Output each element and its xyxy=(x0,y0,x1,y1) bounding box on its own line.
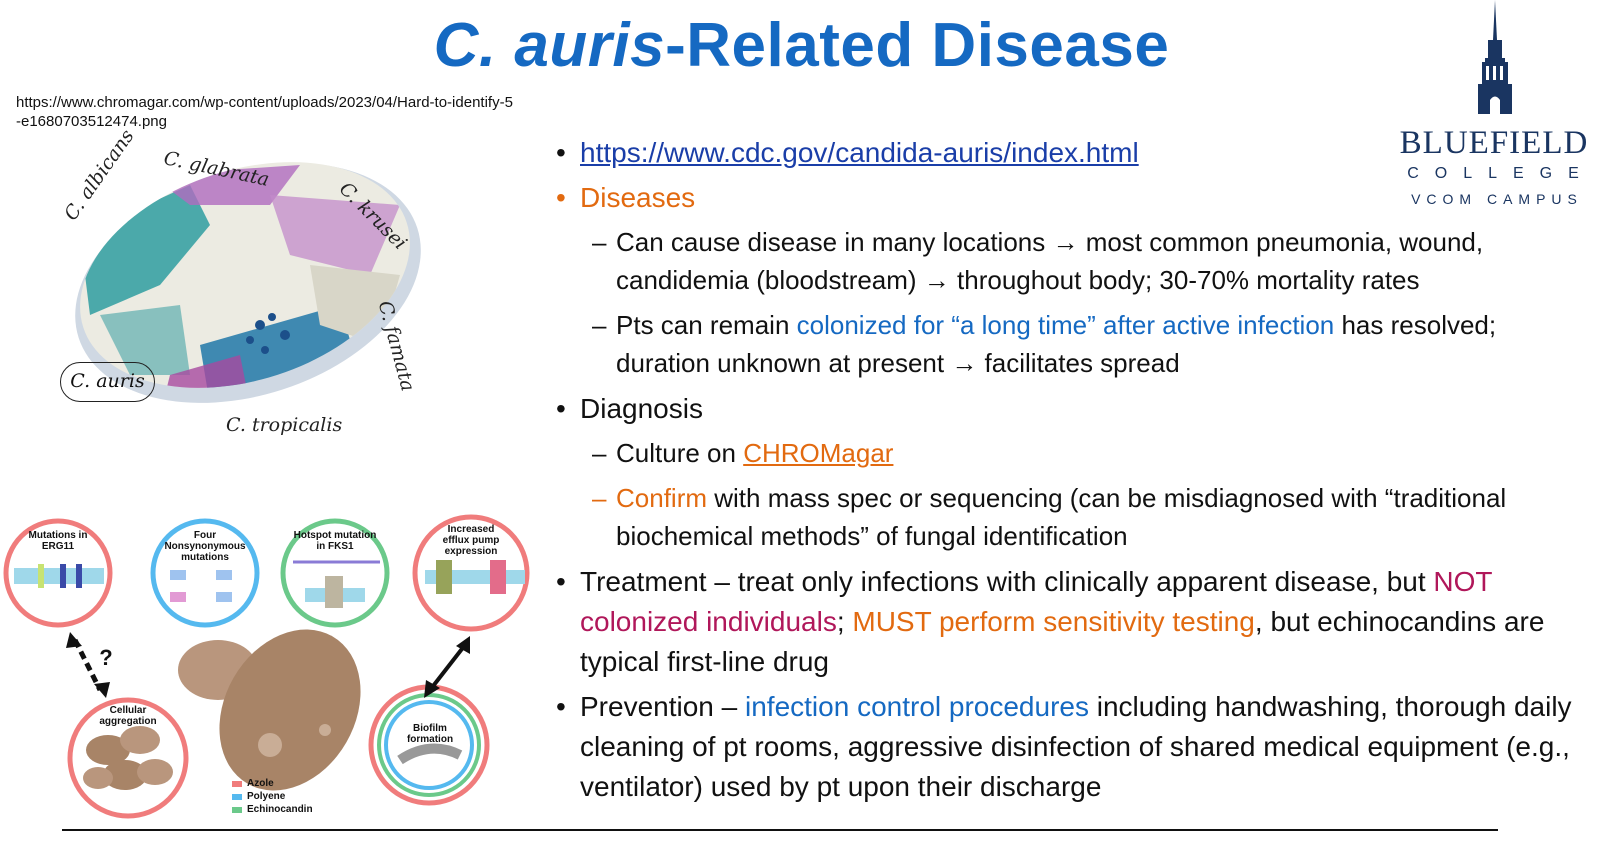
bullet-prevention: • Prevention – infection control procedu… xyxy=(556,687,1596,807)
chromagar-petri-dish-image xyxy=(40,145,440,445)
treatment-sensitivity-testing: MUST perform sensitivity testing xyxy=(852,606,1255,637)
mech-question-mark: ? xyxy=(99,645,113,670)
legend-echinocandin: Echinocandin xyxy=(232,804,313,815)
mech-fks1-label: Hotspot mutation in FKS1 xyxy=(293,530,377,552)
disease-locations-text: Can cause disease in many locations → mo… xyxy=(616,227,1484,295)
title-rest: -Related Disease xyxy=(665,11,1170,80)
sub-bullet-dash: – xyxy=(592,227,607,257)
sub-bullet-culture: – Culture on CHROMagar xyxy=(556,434,1596,472)
logo-campus: VCOM CAMPUS xyxy=(1411,191,1583,207)
bullet-dot: • xyxy=(556,393,566,424)
legend-azole: Azole xyxy=(232,778,274,789)
bullet-diagnosis: • Diagnosis xyxy=(556,389,1596,429)
diagnosis-heading: Diagnosis xyxy=(580,393,703,424)
label-c-auris: C. auris xyxy=(60,362,155,402)
mechanism-illustration xyxy=(3,514,530,819)
prevention-text-a: Prevention – xyxy=(580,691,745,722)
bullet-cdc-link: • https://www.cdc.gov/candida-auris/inde… xyxy=(556,133,1596,173)
legend-swatch xyxy=(232,806,242,813)
bullet-diseases: • Diseases xyxy=(556,178,1596,218)
bullet-dot: • xyxy=(556,137,566,168)
colonization-text-c: has resolved; duration unknown at presen… xyxy=(616,310,1497,378)
steeple-icon xyxy=(1478,0,1512,114)
resistance-mechanism-diagram: Mutations in ERG11 Four Nonsynonymous mu… xyxy=(0,510,540,830)
sub-bullet-colonization: – Pts can remain colonized for “a long t… xyxy=(556,306,1596,382)
petri-dish-illustration xyxy=(75,162,421,415)
slide-title: C. auris-Related Disease xyxy=(0,10,1603,81)
title-italic: C. auris xyxy=(433,11,666,80)
mech-biofilm-label: Biofilm formation xyxy=(406,723,454,745)
confirm-highlight: Confirm xyxy=(616,483,708,513)
bottom-rule xyxy=(62,829,1498,831)
legend-label: Polyene xyxy=(247,791,286,802)
sub-bullet-dash: – xyxy=(592,310,607,340)
mech-aggregation-label: Cellular aggregation xyxy=(99,705,157,727)
bluefield-college-logo: BLUEFIELD COLLEGE VCOM CAMPUS xyxy=(1385,0,1603,215)
bullet-dot: • xyxy=(556,182,566,213)
legend-label: Echinocandin xyxy=(247,804,313,815)
legend-swatch xyxy=(232,793,242,800)
diseases-heading: Diseases xyxy=(580,182,696,213)
chromagar-link[interactable]: CHROMagar xyxy=(743,438,894,468)
legend-swatch xyxy=(232,780,242,787)
label-c-tropicalis: C. tropicalis xyxy=(226,414,343,436)
image-source-citation: https://www.chromagar.com/wp-content/upl… xyxy=(16,94,513,130)
treatment-text-c: ; xyxy=(836,606,853,637)
treatment-text-e: , but echinocandins are typical first-li… xyxy=(580,606,1545,677)
sub-bullet-dash: – xyxy=(592,438,607,468)
cdc-link[interactable]: https://www.cdc.gov/candida-auris/index.… xyxy=(580,137,1139,168)
bullet-dot: • xyxy=(556,566,566,597)
confirm-text: with mass spec or sequencing (can be mis… xyxy=(616,483,1507,551)
legend-label: Azole xyxy=(247,778,274,789)
colonization-highlight: colonized for “a long time” after active… xyxy=(796,310,1335,340)
bullet-dot: • xyxy=(556,691,566,722)
legend-polyene: Polyene xyxy=(232,791,285,802)
logo-college: COLLEGE xyxy=(1407,165,1595,182)
treatment-not-colonized: NOT colonized individuals xyxy=(580,566,1493,637)
mech-erg11-label: Mutations in ERG11 xyxy=(28,530,88,552)
mech-nonsyn-label: Four Nonsynonymous mutations xyxy=(164,530,246,563)
mech-efflux-label: Increased efflux pump expression xyxy=(442,524,500,557)
treatment-text-a: Treatment – treat only infections with c… xyxy=(580,566,1434,597)
logo-name: BLUEFIELD xyxy=(1399,125,1589,161)
prevention-text-c: including handwashing, thorough daily cl… xyxy=(580,691,1572,802)
culture-text: Culture on xyxy=(616,438,744,468)
sub-bullet-confirm: – Confirm with mass spec or sequencing (… xyxy=(556,479,1596,555)
colonization-text-a: Pts can remain xyxy=(616,310,797,340)
prevention-infection-control: infection control procedures xyxy=(745,691,1089,722)
sub-bullet-disease-locations: – Can cause disease in many locations → … xyxy=(556,223,1596,299)
bullet-treatment: • Treatment – treat only infections with… xyxy=(556,562,1596,682)
sub-bullet-dash: – xyxy=(592,483,607,513)
bullet-list: • https://www.cdc.gov/candida-auris/inde… xyxy=(556,133,1596,812)
